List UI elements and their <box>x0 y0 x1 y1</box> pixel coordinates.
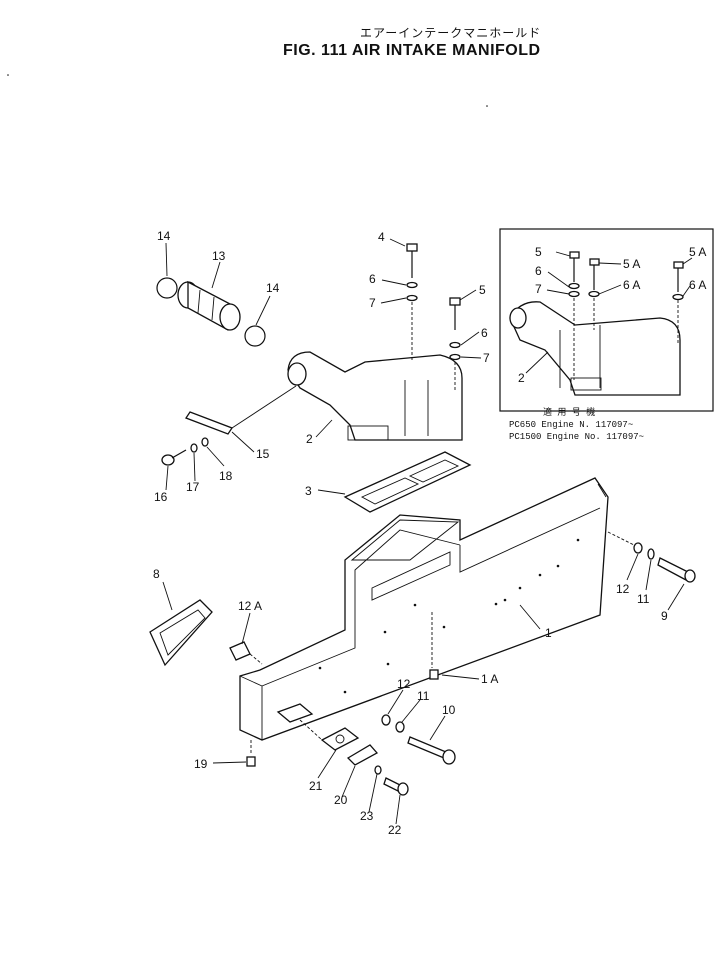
gasket-3 <box>343 451 472 513</box>
connector-pipe <box>177 280 241 331</box>
washer-23 <box>374 765 382 775</box>
inset-note-line-2: PC1500 Engine No. 117097~ <box>509 432 644 442</box>
callout-11-a: 11 <box>637 592 650 606</box>
bolt-4 <box>406 243 418 360</box>
callout-7-a: 7 <box>369 296 376 310</box>
callout-9: 9 <box>661 609 668 623</box>
sleeve-12A <box>229 641 263 665</box>
bolt-16 <box>161 449 187 466</box>
callout-23: 23 <box>360 809 374 823</box>
manifold-body <box>239 477 609 741</box>
callout-5-a: 5 <box>479 283 486 297</box>
callout-1: 1 <box>545 626 552 640</box>
inset-note-header: 適 用 号 機 <box>543 406 595 418</box>
callout-22: 22 <box>388 823 402 837</box>
manifold-holes <box>318 538 580 694</box>
callout-17: 17 <box>186 480 200 494</box>
figure-title: FIG. 111 AIR INTAKE MANIFOLD <box>283 42 541 59</box>
inset-callout-5A-b: 5 A <box>689 245 706 259</box>
inset-callout-7: 7 <box>535 282 542 296</box>
inset-manifold-cover <box>509 301 681 396</box>
gasket-21 <box>320 727 360 751</box>
callout-10: 10 <box>442 703 456 717</box>
leader-lines <box>162 238 693 825</box>
washer-17 <box>190 443 198 453</box>
callout-12-b: 12 <box>397 677 411 691</box>
callout-7-b: 7 <box>483 351 490 365</box>
bolt-10 <box>407 736 456 765</box>
bolt-9 <box>657 557 696 583</box>
o-ring-right <box>244 325 266 347</box>
callout-15: 15 <box>256 447 270 461</box>
washer-11-bottom <box>395 721 405 733</box>
plug-19 <box>246 740 256 767</box>
callout-14-a: 14 <box>157 229 171 243</box>
callout-12A: 12 A <box>238 599 262 613</box>
inset-callout-5A-a: 5 A <box>623 257 640 271</box>
manifold-cover <box>287 351 463 441</box>
callout-16: 16 <box>154 490 168 504</box>
washer-12-bottom <box>381 714 391 726</box>
callout-2-a: 2 <box>306 432 313 446</box>
inset-callout-2: 2 <box>518 371 525 385</box>
washer-12-right <box>633 542 643 554</box>
bolt-22 <box>383 777 409 796</box>
inset-callout-5: 5 <box>535 245 542 259</box>
callout-18: 18 <box>219 469 233 483</box>
inset-note-line-1: PC650 Engine N. 117097~ <box>509 420 633 430</box>
callout-12-a: 12 <box>616 582 630 596</box>
callout-3: 3 <box>305 484 312 498</box>
callout-6-a: 6 <box>369 272 376 286</box>
o-ring-left <box>156 277 178 299</box>
end-cover-8 <box>149 599 213 667</box>
plate-20 <box>346 744 379 766</box>
inset-callout-6: 6 <box>535 264 542 278</box>
plate-15 <box>185 385 297 435</box>
washer-11-right <box>647 548 655 560</box>
plug-1A <box>429 612 439 680</box>
bolt-5 <box>449 297 461 390</box>
callout-14-b: 14 <box>266 281 280 295</box>
washer-18 <box>201 437 209 447</box>
figure-title-japanese: エアーインテークマニホールド <box>360 26 542 40</box>
callout-13: 13 <box>212 249 226 263</box>
callout-20: 20 <box>334 793 348 807</box>
callout-6-b: 6 <box>481 326 488 340</box>
callout-1A: 1 A <box>481 672 498 686</box>
callout-21: 21 <box>309 779 323 793</box>
callout-8: 8 <box>153 567 160 581</box>
callout-11-b: 11 <box>417 689 430 703</box>
inset-bolts <box>568 251 684 380</box>
callout-19: 19 <box>194 757 208 771</box>
callout-4: 4 <box>378 230 385 244</box>
inset-callout-6A-b: 6 A <box>689 278 706 292</box>
inset-box <box>499 228 714 412</box>
inset-callout-6A-a: 6 A <box>623 278 640 292</box>
